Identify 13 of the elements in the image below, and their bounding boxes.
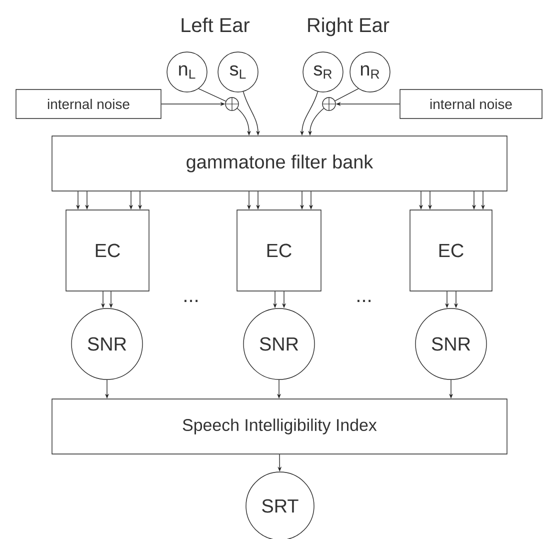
ellipsis: ... xyxy=(358,300,370,302)
noise-box: internal noise xyxy=(16,89,162,119)
process-box: Speech Intelligibility Index xyxy=(52,398,508,454)
process-box: EC xyxy=(236,210,322,292)
sum-junction xyxy=(225,97,239,111)
ear-heading: Right Ear xyxy=(308,18,390,36)
process-box: gammatone filter bank xyxy=(52,136,508,192)
sum-junction xyxy=(322,97,336,111)
ellipsis: ... xyxy=(184,300,198,302)
process-box: EC xyxy=(66,210,150,292)
process-box: EC xyxy=(410,210,492,292)
ear-heading: Left Ear xyxy=(182,18,250,32)
noise-box: internal noise xyxy=(400,89,542,119)
